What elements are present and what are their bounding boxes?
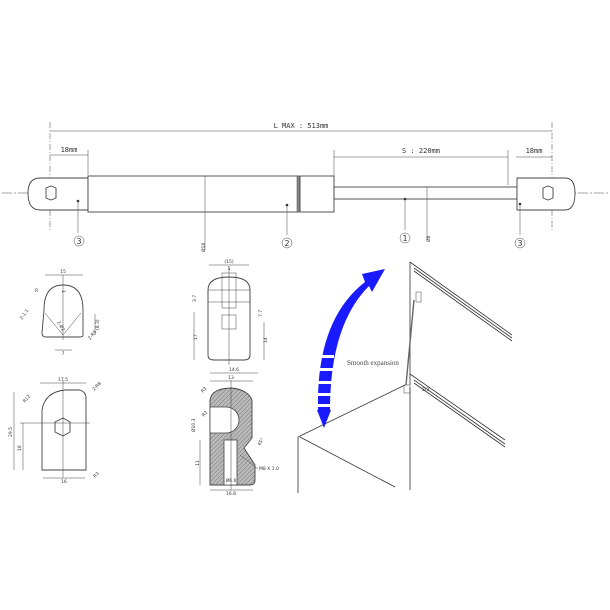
piston-rod: [333, 186, 518, 200]
cabinet-illustration: 2/3: [297, 261, 513, 493]
svg-text:16.8: 16.8: [226, 491, 236, 497]
svg-text:S : 220mm: S : 220mm: [402, 147, 440, 155]
svg-text:15: 15: [60, 269, 66, 275]
svg-text:(15): (15): [224, 259, 233, 265]
dimension-stroke: S : 220mm: [333, 147, 509, 185]
svg-text:R3: R3: [92, 471, 101, 480]
svg-text:7: 7: [62, 351, 65, 357]
right-hex-hole: [542, 185, 554, 201]
svg-text:R2: R2: [201, 410, 210, 419]
illustration-caption: Smooth expansion: [347, 359, 399, 367]
svg-text:3: 3: [76, 237, 81, 246]
svg-text:7.7: 7.7: [258, 310, 264, 317]
detail-end-side: 17.5 16 29.5 18 R12 2-R8 R3: [8, 377, 103, 485]
left-end-fitting: [27, 177, 89, 211]
detail-fitting-section: 14.6 13 16.8 Ø6.6 Ø10.3 R3 R2 11 45° M8 …: [190, 367, 279, 497]
svg-text:R: R: [35, 288, 38, 294]
svg-text:1: 1: [402, 234, 407, 243]
svg-text:13: 13: [228, 375, 234, 381]
callout-3-right: 3: [514, 202, 526, 249]
cylinder-body: [87, 175, 299, 213]
svg-text:2-R5: 2-R5: [87, 329, 98, 341]
svg-text:Ø8: Ø8: [425, 235, 432, 242]
svg-text:14: 14: [263, 337, 269, 343]
svg-text:R3: R3: [200, 386, 209, 395]
detail-fitting-top: (15) 5 3.7 7.7 17 14: [192, 259, 269, 365]
svg-text:2-1.1: 2-1.1: [19, 308, 31, 321]
svg-text:17: 17: [193, 334, 199, 340]
callout-1: 1: [399, 197, 411, 244]
detail-end-front: 15 7 (8.3) 2-1.1 R 1 2-Ø2 2-R5: [19, 269, 101, 357]
svg-text:2/3: 2/3: [422, 387, 429, 393]
svg-text:M8 X 1.0: M8 X 1.0: [259, 466, 279, 472]
length-max-label: L MAX : 513mm: [274, 122, 329, 130]
svg-text:18: 18: [17, 445, 23, 451]
svg-text:2-Ø2: 2-Ø2: [55, 320, 67, 333]
opening-arrow: [314, 269, 385, 428]
svg-text:3.7: 3.7: [192, 295, 198, 302]
svg-text:Ø6.6: Ø6.6: [226, 477, 237, 484]
svg-text:16: 16: [61, 479, 67, 485]
svg-text:Ø10.3: Ø10.3: [190, 418, 197, 432]
svg-text:2-R8: 2-R8: [91, 381, 103, 393]
svg-text:18mm: 18mm: [61, 146, 78, 154]
callout-3-left: 3: [73, 199, 85, 247]
svg-text:11: 11: [195, 460, 201, 466]
dimension-lmax: L MAX : 513mm: [49, 122, 553, 230]
callout-2: 2: [281, 203, 293, 249]
svg-text:3: 3: [517, 239, 522, 248]
svg-text:45°: 45°: [257, 437, 266, 447]
svg-text:Ø18: Ø18: [200, 243, 207, 252]
gas-spring: Ø18 Ø8: [27, 175, 576, 252]
dimension-end-right: 18mm: [516, 147, 552, 158]
svg-text:14.6: 14.6: [229, 367, 239, 373]
svg-text:18mm: 18mm: [526, 147, 543, 155]
left-hex-hole: [45, 185, 57, 201]
svg-text:(8.3): (8.3): [95, 319, 101, 330]
dimension-end-left: 18mm: [50, 146, 89, 175]
cylinder-end: [299, 175, 335, 213]
svg-text:29.5: 29.5: [8, 427, 14, 437]
svg-text:R12: R12: [22, 394, 32, 405]
svg-text:5: 5: [228, 266, 231, 272]
svg-text:17.5: 17.5: [58, 377, 68, 383]
svg-text:1: 1: [60, 290, 66, 293]
svg-text:2: 2: [284, 239, 289, 248]
